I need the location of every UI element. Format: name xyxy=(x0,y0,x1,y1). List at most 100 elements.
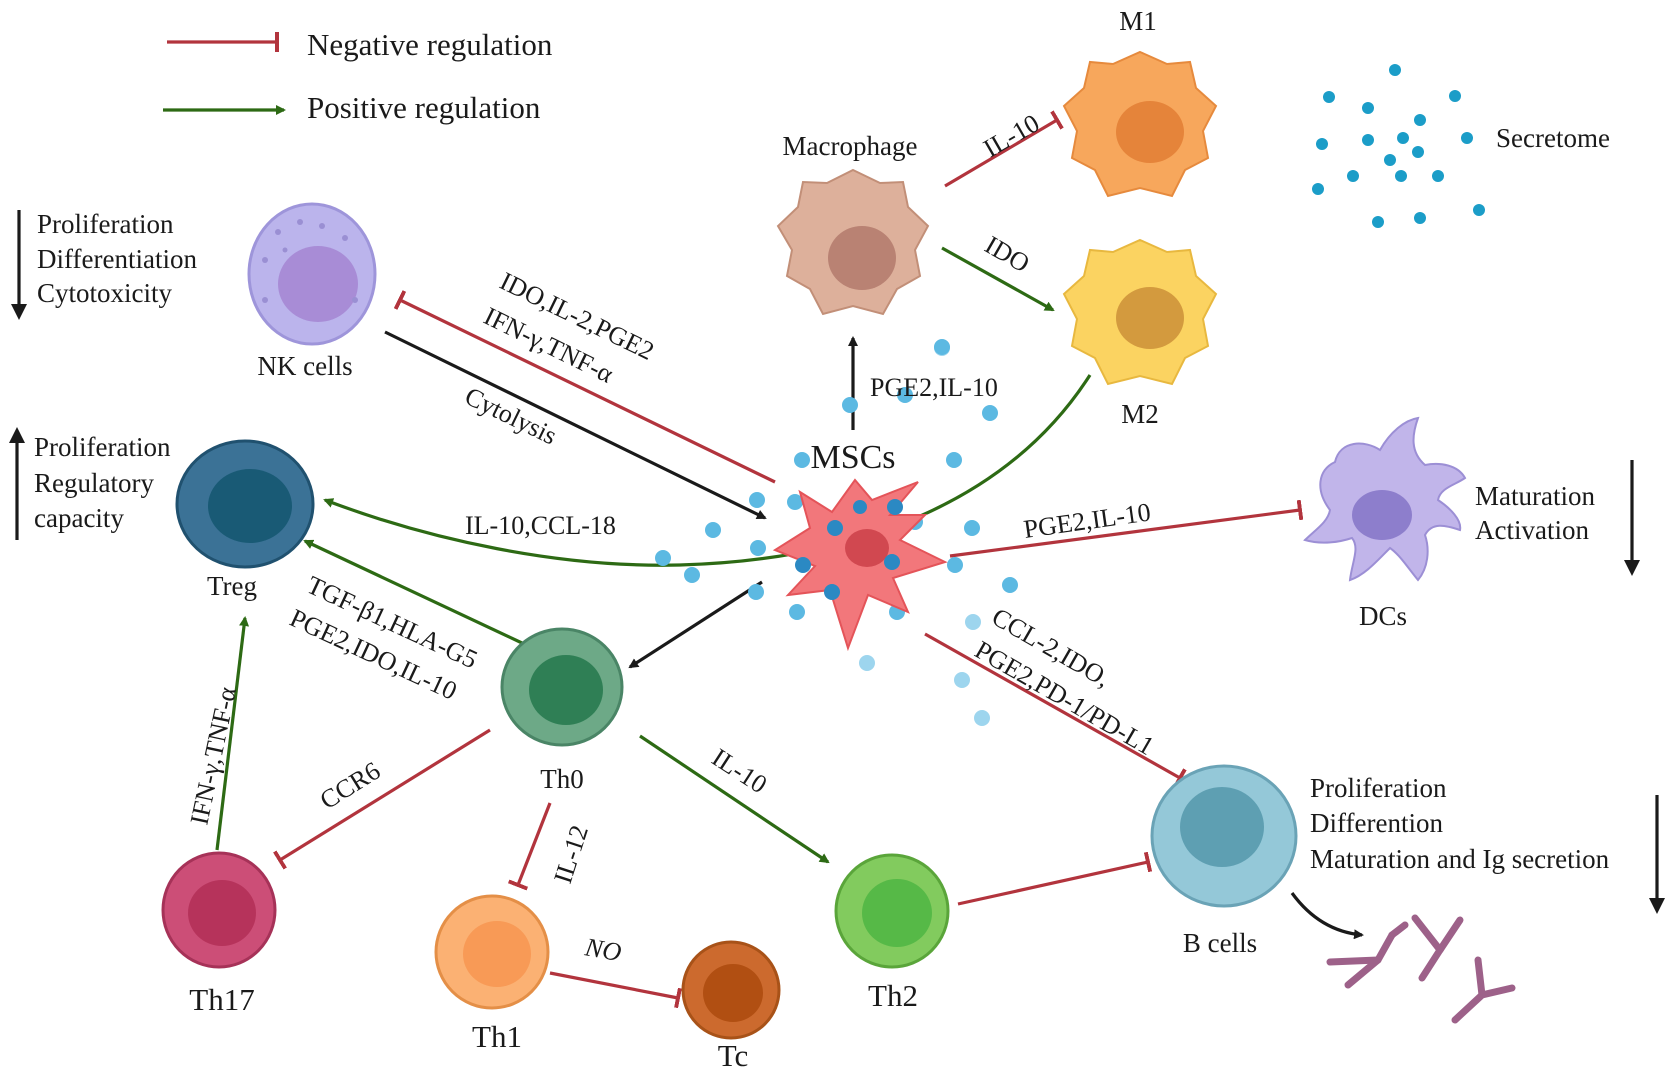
secretome-dot xyxy=(1362,102,1374,114)
dc-nucleus xyxy=(1352,490,1412,540)
secretome-dot xyxy=(1395,170,1407,182)
nk-granule xyxy=(352,297,358,303)
macrophage-cell: Macrophage xyxy=(776,131,930,316)
secretome-particle xyxy=(974,710,990,726)
label-th0-th2: IL-10 xyxy=(707,743,772,800)
m1-nucleus xyxy=(1116,101,1184,163)
edge-macrophage-m2 xyxy=(941,246,1055,312)
secretome-particle xyxy=(1002,577,1018,593)
edge-msc-nk xyxy=(393,290,776,484)
secretome-particle xyxy=(750,540,766,556)
edge-th0-th2 xyxy=(639,734,830,864)
secretome-particle xyxy=(705,522,721,538)
secretome-particle xyxy=(859,655,875,671)
secretome-particle xyxy=(982,405,998,421)
msc-granule xyxy=(824,584,840,600)
secretome-particle xyxy=(946,452,962,468)
secretome-particle xyxy=(897,387,913,403)
nk-granule xyxy=(342,235,348,241)
edges xyxy=(215,110,1364,1009)
th1-label: Th1 xyxy=(472,1019,522,1054)
b-effect-line: Differention xyxy=(1310,808,1443,838)
antibody-icon xyxy=(1326,921,1409,989)
b-cell-nucleus xyxy=(1180,787,1264,867)
msc-nucleus xyxy=(845,529,889,567)
secretome-dot xyxy=(1414,212,1426,224)
b-effect-line: Proliferation xyxy=(1310,773,1447,803)
label-macrophage-m1: IL-10 xyxy=(979,108,1045,163)
edge-th0-treg xyxy=(303,539,523,645)
secretome-dot xyxy=(1384,154,1396,166)
macrophage-nucleus xyxy=(828,226,896,290)
secretome-dot xyxy=(1414,114,1426,126)
secretome-dot xyxy=(1449,90,1461,102)
th2-nucleus xyxy=(862,879,932,947)
edge-msc-th0 xyxy=(628,580,763,669)
treg-effect-line: Proliferation xyxy=(34,432,171,462)
b-cell: B cells xyxy=(1150,764,1298,958)
secretome-dot xyxy=(1362,134,1374,146)
edge-th1-tc xyxy=(549,971,682,1009)
label-th1-tc: NO xyxy=(582,932,624,967)
secretome-dot xyxy=(1372,216,1384,228)
secretome-dot xyxy=(1432,170,1444,182)
m1-cell: M1 xyxy=(1062,6,1218,198)
antibody-icon xyxy=(1411,914,1464,982)
secretome-group: Secretome xyxy=(1312,64,1610,228)
m2-cell: M2 xyxy=(1062,238,1218,429)
th1-cell: Th1 xyxy=(434,894,550,1054)
b-effect-line: Maturation and Ig secretion xyxy=(1310,844,1610,874)
dc-effect-line: Activation xyxy=(1475,515,1589,545)
tc-label: Tc xyxy=(718,1038,749,1073)
edge-msc-dc xyxy=(949,499,1304,558)
dc-effects: Maturation Activation xyxy=(1475,460,1640,576)
th0-nucleus xyxy=(529,655,603,725)
label-th0-th1: IL-12 xyxy=(548,822,594,887)
edge-bcells-antibodies xyxy=(1290,892,1364,940)
secretome-particle xyxy=(947,557,963,573)
b-cells-label: B cells xyxy=(1183,928,1257,958)
macrophage-label: Macrophage xyxy=(783,131,918,161)
msc-granule xyxy=(887,499,903,515)
edge-th0-th1 xyxy=(507,802,552,891)
nk-granule xyxy=(262,257,268,263)
label-msc-macrophage: PGE2,IL-10 xyxy=(870,373,998,402)
secretome-dot xyxy=(1312,183,1324,195)
msc-cell: MSCs xyxy=(772,439,948,652)
secretome-particle xyxy=(954,672,970,688)
secretome-dot xyxy=(1389,64,1401,76)
secretome-particle xyxy=(965,614,981,630)
label-macrophage-m2: IDO xyxy=(980,230,1035,278)
m2-label: M2 xyxy=(1121,399,1159,429)
positive-legend-label: Positive regulation xyxy=(307,90,541,125)
tc-cell: Tc xyxy=(681,940,781,1073)
treg-nucleus xyxy=(208,469,292,543)
nk-effect-line: Cytotoxicity xyxy=(37,278,173,308)
label-m2-treg: IL-10,CCL-18 xyxy=(465,511,616,540)
antibodies xyxy=(1326,914,1516,1024)
secretome-dot xyxy=(1316,138,1328,150)
secretome-particle xyxy=(684,567,700,583)
nk-effects: Proliferation Differentiation Cytotoxici… xyxy=(11,209,197,320)
th2-label: Th2 xyxy=(868,978,918,1013)
edge-nk-msc xyxy=(384,330,767,520)
secretome-particle xyxy=(934,340,950,356)
msc-granule xyxy=(853,500,867,514)
nk-effect-line: Proliferation xyxy=(37,209,174,239)
secretome-dot xyxy=(1397,132,1409,144)
secretome-particle xyxy=(964,520,980,536)
th2-cell: Th2 xyxy=(834,853,950,1013)
m1-label: M1 xyxy=(1119,6,1157,36)
th0-label: Th0 xyxy=(540,764,584,794)
th17-label: Th17 xyxy=(189,982,254,1017)
msc-granule xyxy=(827,520,843,536)
nk-granule xyxy=(262,297,268,303)
nk-nucleus xyxy=(278,246,358,322)
tc-nucleus xyxy=(703,964,763,1022)
edge-th17-treg xyxy=(215,616,250,851)
secretome-particle xyxy=(787,494,803,510)
negative-legend-label: Negative regulation xyxy=(307,27,553,62)
label-th17-treg: IFN-γ,TNF-α xyxy=(185,684,243,827)
